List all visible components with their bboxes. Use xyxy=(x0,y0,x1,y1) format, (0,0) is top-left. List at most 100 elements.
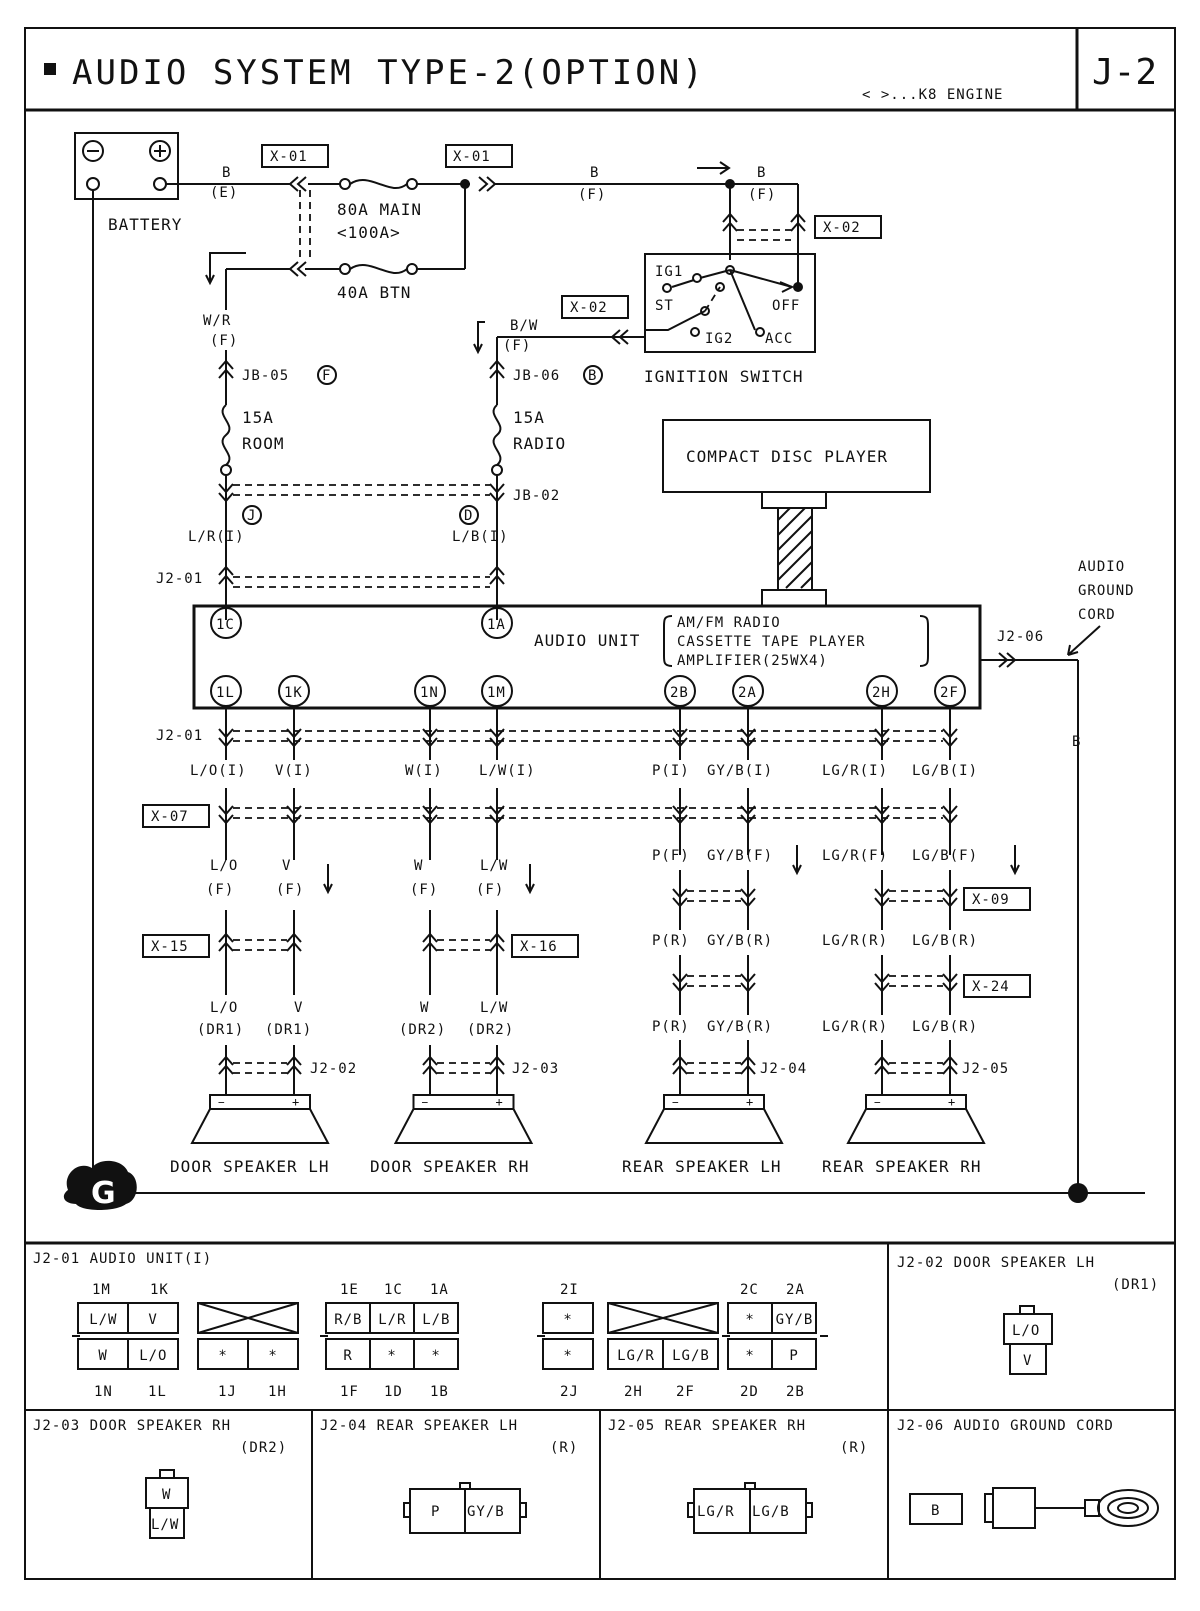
ign-wire-loc: (F) xyxy=(748,187,776,203)
j201-bottom-label: J2-01 xyxy=(156,728,203,744)
j201-top-cell: L/R xyxy=(378,1312,406,1328)
wire-color: L/O xyxy=(210,858,238,874)
ground-splice xyxy=(1068,1183,1088,1203)
x07-label: X-07 xyxy=(151,809,189,825)
speaker-1: −+ xyxy=(190,1094,330,1144)
j201-bottom-cell: * xyxy=(218,1348,227,1364)
wire-color: L/W xyxy=(480,858,508,874)
connector-x15 xyxy=(142,934,210,958)
speaker-connector-label: J2-05 xyxy=(962,1061,1009,1077)
wire-label: GY/B(R) xyxy=(707,1019,773,1035)
connector-x09 xyxy=(963,887,1031,911)
battery xyxy=(74,132,179,200)
j201-bottom-pin: 1H xyxy=(268,1384,287,1400)
mark-j: J xyxy=(247,508,256,524)
conn-j205-cell-1: LG/R xyxy=(697,1504,735,1520)
ground-cord-label-2: GROUND xyxy=(1078,583,1135,599)
j201-bottom-pin: 2H xyxy=(624,1384,643,1400)
fuse-radio-amps: 15A xyxy=(513,408,545,427)
j201-bottom-cell: W xyxy=(98,1348,107,1364)
ign-wire-color: B xyxy=(757,165,766,181)
j201-bottom-cell: * xyxy=(563,1348,572,1364)
wr-wire-color: W/R xyxy=(203,313,231,329)
wire-label: W(I) xyxy=(405,763,443,779)
j201-bottom-pin: 1J xyxy=(218,1384,237,1400)
title-bullet-icon xyxy=(44,63,56,75)
speaker-4: −+ xyxy=(846,1094,986,1144)
ground-symbol-icon: G xyxy=(63,1160,137,1211)
j201-bottom-pin: 2D xyxy=(740,1384,759,1400)
j201-top-pin: 1M xyxy=(92,1282,111,1298)
wire-loc: (DR2) xyxy=(399,1022,446,1038)
wire-loc: (F) xyxy=(476,882,504,898)
wire-label: LG/B(R) xyxy=(912,933,978,949)
j201-top-label: J2-01 xyxy=(156,571,203,587)
wire-loc: (F) xyxy=(206,882,234,898)
j201-bottom-pin: 1N xyxy=(94,1384,113,1400)
fuse-main-alt: <100A> xyxy=(337,223,401,242)
j201-bottom-cell: P xyxy=(789,1348,798,1364)
ign-pos-off: OFF xyxy=(772,298,800,314)
flow-arrow-wr xyxy=(205,252,246,286)
wire-label: LG/R(R) xyxy=(822,933,888,949)
conn-j203-cell-2: L/W xyxy=(151,1517,179,1533)
connector-x02-bw-label: X-02 xyxy=(570,300,608,316)
wire-label: P(F) xyxy=(652,848,690,864)
x15-label: X-15 xyxy=(151,939,189,955)
conn-j205-cell-2: LG/B xyxy=(752,1504,790,1520)
wire-label: P(R) xyxy=(652,933,690,949)
pin-label: 1K xyxy=(284,685,303,701)
lb-wire: L/B(I) xyxy=(452,529,509,545)
j201-bottom-pin: 2B xyxy=(786,1384,805,1400)
ground-cord-label-1: AUDIO xyxy=(1078,559,1125,575)
audio-unit-feature-2: CASSETTE TAPE PLAYER xyxy=(677,634,866,650)
audio-unit-feature-3: AMPLIFIER(25WX4) xyxy=(677,653,828,669)
wire-label: P(I) xyxy=(652,763,690,779)
j201-bottom-cell: LG/B xyxy=(672,1348,710,1364)
flow-arrow xyxy=(1010,845,1020,876)
pin-label: 2H xyxy=(872,685,891,701)
jb06-mark: B xyxy=(588,368,597,384)
fuse-btn-label: 40A BTN xyxy=(337,283,411,302)
conn-j205-loc: (R) xyxy=(840,1440,868,1456)
wire-label: LG/R(I) xyxy=(822,763,888,779)
svg-text:G: G xyxy=(91,1176,116,1211)
conn-j202-cell-2: V xyxy=(1023,1353,1032,1369)
j201-top-pin: 2I xyxy=(560,1282,579,1298)
svg-text:+: + xyxy=(496,1095,504,1109)
pin-label: 2B xyxy=(670,685,689,701)
j201-top-cell: L/W xyxy=(89,1312,117,1328)
fuse-room-amps: 15A xyxy=(242,408,274,427)
j201-top-pin: 2C xyxy=(740,1282,759,1298)
speaker-label: DOOR SPEAKER RH xyxy=(370,1157,530,1176)
main-wire-color: B xyxy=(590,165,599,181)
jb05-label: JB-05 xyxy=(242,368,289,384)
conn-j203-loc: (DR2) xyxy=(240,1440,287,1456)
ign-pos-st: ST xyxy=(655,298,674,314)
wire-label: LG/B(F) xyxy=(912,848,978,864)
wire-color: V xyxy=(282,858,291,874)
ring-terminal-icon xyxy=(1097,1489,1159,1527)
j201-top-pin: 1K xyxy=(150,1282,169,1298)
speaker-connector-label: J2-03 xyxy=(512,1061,559,1077)
conn-j206-title: J2-06 AUDIO GROUND CORD xyxy=(897,1418,1114,1434)
connector-x16 xyxy=(511,934,579,958)
conn-j201-title: J2-01 AUDIO UNIT(I) xyxy=(33,1251,212,1267)
flow-arrow-bw xyxy=(473,321,485,355)
conn-j205-title: J2-05 REAR SPEAKER RH xyxy=(608,1418,806,1434)
speaker-connector-label: J2-02 xyxy=(310,1061,357,1077)
wire-loc: (DR1) xyxy=(197,1022,244,1038)
wire-label: GY/B(F) xyxy=(707,848,773,864)
speaker-label: REAR SPEAKER RH xyxy=(822,1157,982,1176)
main-wire-loc: (F) xyxy=(578,187,606,203)
wire-label: GY/B(R) xyxy=(707,933,773,949)
j201-top-cell: * xyxy=(745,1312,754,1328)
bw-wire-loc: (F) xyxy=(503,338,531,354)
j201-bottom-cell: * xyxy=(745,1348,754,1364)
connector-x01-right-label: X-01 xyxy=(453,149,491,165)
speaker-label: DOOR SPEAKER LH xyxy=(170,1157,330,1176)
connector-x01-left xyxy=(261,144,329,168)
speaker-2: −+ xyxy=(393,1094,534,1144)
lr-wire: L/R(I) xyxy=(188,529,245,545)
